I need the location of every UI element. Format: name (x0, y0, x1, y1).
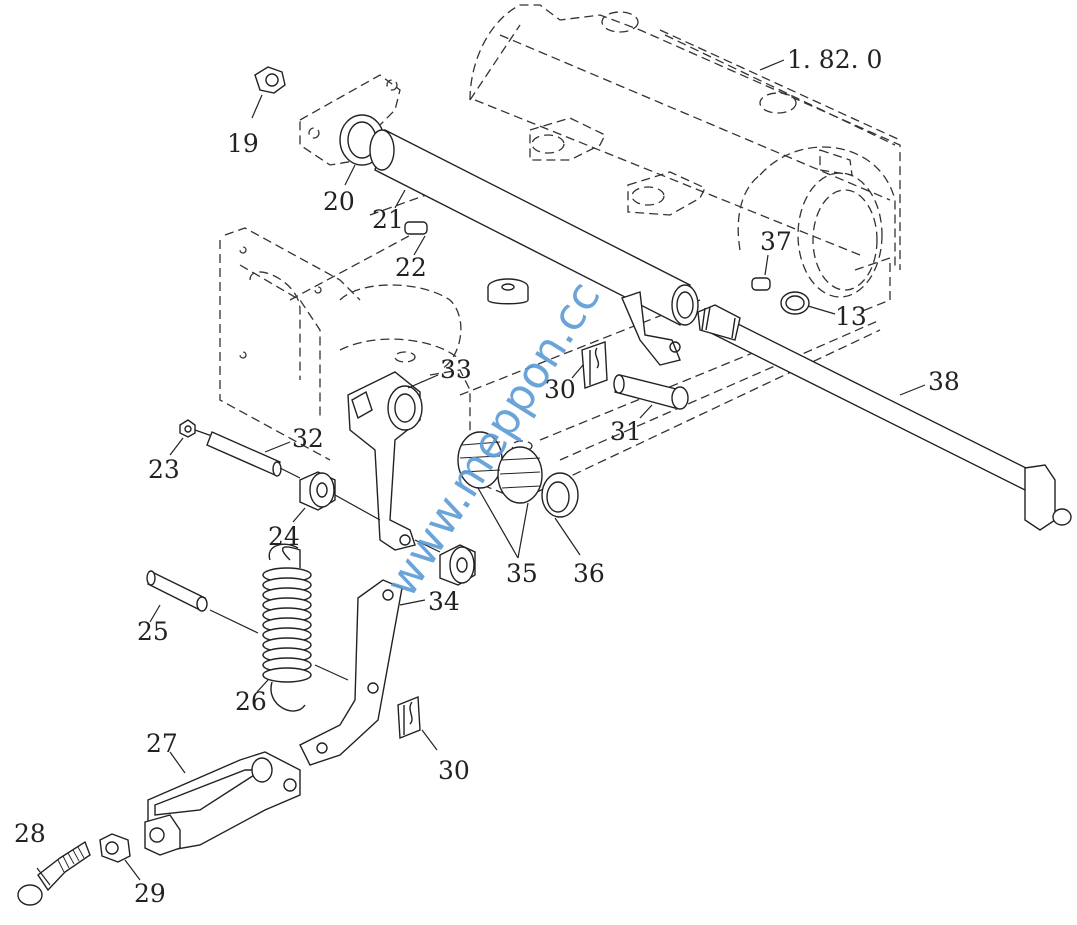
part-25-pin (146, 570, 259, 634)
label-36: 36 (573, 559, 605, 588)
label-19: 19 (227, 129, 259, 158)
watermark: www.meppon.cc (376, 273, 610, 606)
part-21-shaft (369, 128, 699, 327)
label-38: 38 (928, 367, 960, 396)
part-labels: 1. 82. 0 19 20 21 22 23 24 25 26 27 28 2… (14, 45, 960, 908)
label-28: 28 (14, 819, 46, 848)
part-26-spring (256, 543, 349, 712)
part-22-key (404, 221, 428, 256)
label-32: 32 (292, 424, 324, 453)
part-13-o-ring (780, 291, 836, 315)
label-13: 13 (835, 302, 867, 331)
label-21: 21 (372, 205, 404, 234)
part-29-hex-nut (99, 833, 141, 881)
part-27-clevis (144, 751, 301, 856)
part-28-ball-stud (17, 840, 91, 906)
part-34-bent-link (299, 579, 426, 766)
label-24: 24 (268, 522, 300, 551)
part-35-splined-bushings (457, 431, 543, 559)
label-27: 27 (146, 729, 178, 758)
part-33-lever-arm (347, 371, 439, 551)
part-32-pin (194, 429, 291, 477)
housing-boss (487, 278, 529, 305)
part-30-clip-lower (397, 695, 438, 751)
part-30-clip-upper (571, 341, 608, 389)
label-33: 33 (440, 355, 472, 384)
label-20: 20 (323, 187, 355, 216)
label-29: 29 (134, 879, 166, 908)
label-assembly-ref: 1. 82. 0 (787, 45, 882, 74)
label-22: 22 (395, 253, 427, 282)
label-30-upper: 30 (544, 375, 576, 404)
part-37-key (751, 254, 771, 291)
label-26: 26 (235, 687, 267, 716)
label-34: 34 (428, 587, 460, 616)
part-19-hex-nut (251, 66, 286, 119)
label-31: 31 (610, 417, 642, 446)
label-23: 23 (148, 455, 180, 484)
part-23-retaining-ring (169, 419, 196, 456)
label-35: 35 (506, 559, 538, 588)
part-31-clevis-pin (613, 374, 689, 419)
part-24-roller-2 (414, 539, 476, 586)
part-24-roller (279, 467, 381, 523)
label-30-lower: 30 (438, 756, 470, 785)
part-38-long-shaft (697, 304, 1072, 531)
housing-phantom (219, 4, 901, 501)
part-36-seal (541, 472, 581, 556)
label-25: 25 (137, 617, 169, 646)
label-37: 37 (760, 227, 792, 256)
shaft-lever (621, 291, 681, 366)
